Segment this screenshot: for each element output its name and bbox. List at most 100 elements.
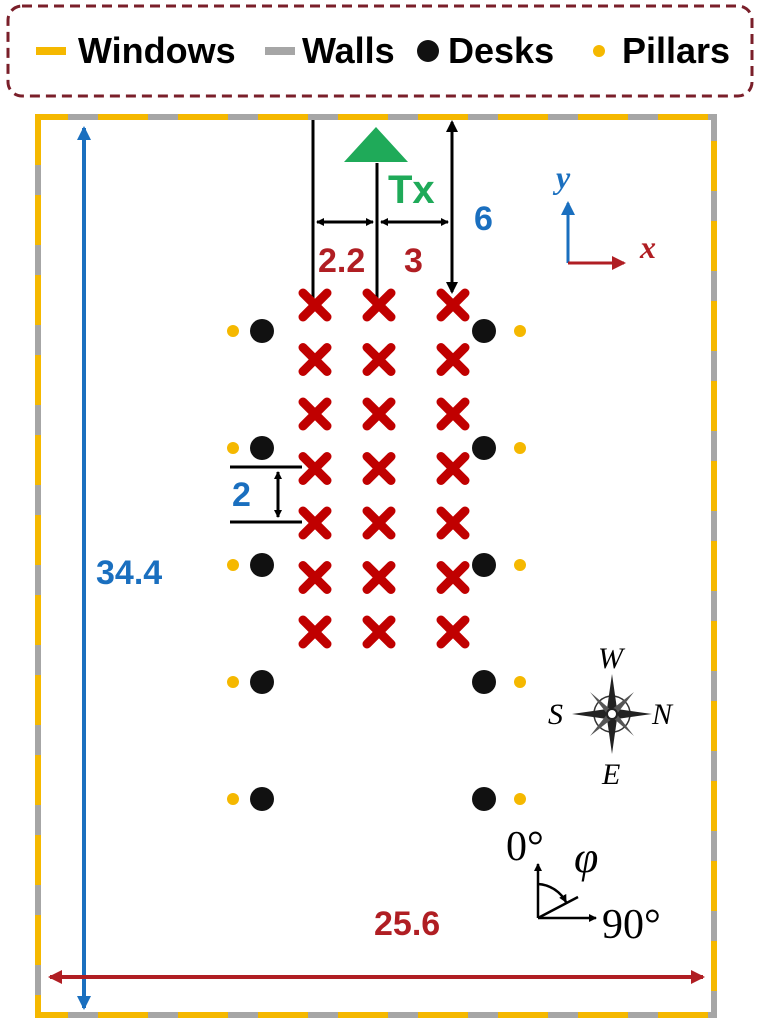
compass-east-label: E: [601, 758, 620, 791]
receiver-marker: [298, 615, 332, 649]
row-spacing-label: 2: [232, 476, 251, 514]
desk-marker: [250, 787, 274, 811]
angle-arc: [537, 882, 568, 903]
row-spacing-dimension: 2: [230, 465, 302, 524]
legend-box: [6, 4, 754, 98]
legend-desks-swatch: [417, 40, 439, 62]
column-guides: [311, 120, 458, 300]
receiver-marker: [362, 343, 396, 376]
x-axis-label: x: [639, 229, 656, 265]
desk-marker: [472, 787, 496, 811]
compass-north-label: N: [651, 698, 674, 731]
receiver-marker: [362, 561, 396, 594]
receiver-marker: [362, 397, 396, 431]
angle-indicator: 0° φ 90°: [506, 824, 661, 948]
receiver-stroke: [362, 506, 396, 540]
pillar-marker: [514, 325, 526, 337]
receiver-stroke: [298, 506, 332, 540]
receiver-marker: [362, 506, 396, 540]
compass-needle-north: [607, 674, 617, 709]
compass-needle-east: [617, 709, 652, 719]
compass-diag-3: [613, 713, 634, 736]
left-spacing-label: 2.2: [318, 242, 365, 280]
receiver-stroke: [362, 561, 396, 594]
legend-walls-swatch: [265, 47, 295, 55]
compass-needle-south: [607, 719, 617, 754]
compass-rose: W S N E: [548, 642, 674, 791]
tx-offset-label: 6: [474, 200, 493, 238]
pillar-marker: [514, 442, 526, 454]
room-walls: [35, 114, 717, 1018]
receiver-stroke: [298, 615, 332, 649]
desks-group: [250, 319, 496, 811]
legend-pillars-label: Pillars: [622, 30, 730, 71]
receiver-marker: [298, 506, 332, 540]
receiver-stroke: [298, 288, 332, 322]
desk-marker: [472, 553, 496, 577]
desk-marker: [250, 436, 274, 460]
legend-walls-label: Walls: [302, 30, 395, 71]
compass-diag-2: [590, 713, 613, 736]
compass-west-label: W: [598, 642, 626, 675]
receiver-stroke: [362, 288, 396, 322]
receiver-marker: [436, 561, 470, 594]
desk-marker: [250, 319, 274, 343]
receiver-marker: [436, 506, 470, 540]
desk-marker: [472, 436, 496, 460]
receiver-stroke: [436, 288, 470, 322]
axes-indicator: y x: [552, 159, 656, 270]
receiver-marker: [298, 397, 332, 431]
receiver-marker: [436, 615, 470, 649]
receiver-marker: [298, 288, 332, 322]
receiver-stroke: [298, 397, 332, 431]
receiver-stroke: [436, 343, 470, 376]
transmitter: Tx: [344, 127, 435, 212]
receiver-marker: [362, 452, 396, 485]
compass-south-label: S: [548, 698, 563, 731]
receiver-stroke: [436, 397, 470, 431]
pillar-marker: [227, 325, 239, 337]
receiver-marker: [436, 288, 470, 322]
receivers-group: [298, 288, 470, 649]
pillar-marker: [227, 676, 239, 688]
receiver-marker: [362, 288, 396, 322]
pillar-marker: [514, 559, 526, 571]
receiver-stroke: [436, 615, 470, 649]
receiver-stroke: [436, 452, 470, 485]
legend-pillars-swatch: [593, 45, 605, 57]
angle-zero-label: 0°: [506, 824, 544, 870]
pillar-marker: [514, 676, 526, 688]
room-length-dimension: 34.4: [77, 126, 162, 1010]
y-axis-label: y: [552, 159, 571, 195]
compass-center: [606, 708, 618, 720]
pillar-marker: [514, 793, 526, 805]
receiver-stroke: [362, 343, 396, 376]
receiver-stroke: [362, 397, 396, 431]
receiver-marker: [298, 343, 332, 376]
pillar-marker: [227, 559, 239, 571]
receiver-marker: [362, 615, 396, 649]
desk-marker: [472, 670, 496, 694]
pillar-marker: [227, 793, 239, 805]
room-length-label: 34.4: [96, 554, 162, 592]
desk-marker: [472, 319, 496, 343]
receiver-stroke: [362, 452, 396, 485]
legend: Windows Walls Desks Pillars: [6, 4, 754, 98]
receiver-stroke: [362, 615, 396, 649]
angle-direction-line: [537, 895, 579, 920]
right-spacing-label: 3: [404, 242, 423, 280]
pillars-group: [227, 325, 526, 805]
spacing-dimensions: 2.2 3 6: [316, 200, 493, 280]
angle-ninety-label: 90°: [602, 902, 661, 948]
angle-phi-label: φ: [574, 833, 598, 882]
compass-diag-4: [590, 692, 611, 715]
room-border: [35, 114, 717, 1018]
room-width-dimension: 25.6: [48, 905, 705, 984]
legend-desks-label: Desks: [448, 30, 554, 71]
legend-windows-swatch: [36, 47, 66, 55]
receiver-stroke: [298, 452, 332, 485]
compass-diag-1: [611, 692, 634, 715]
receiver-stroke: [298, 343, 332, 376]
compass-needle-west: [572, 709, 607, 719]
